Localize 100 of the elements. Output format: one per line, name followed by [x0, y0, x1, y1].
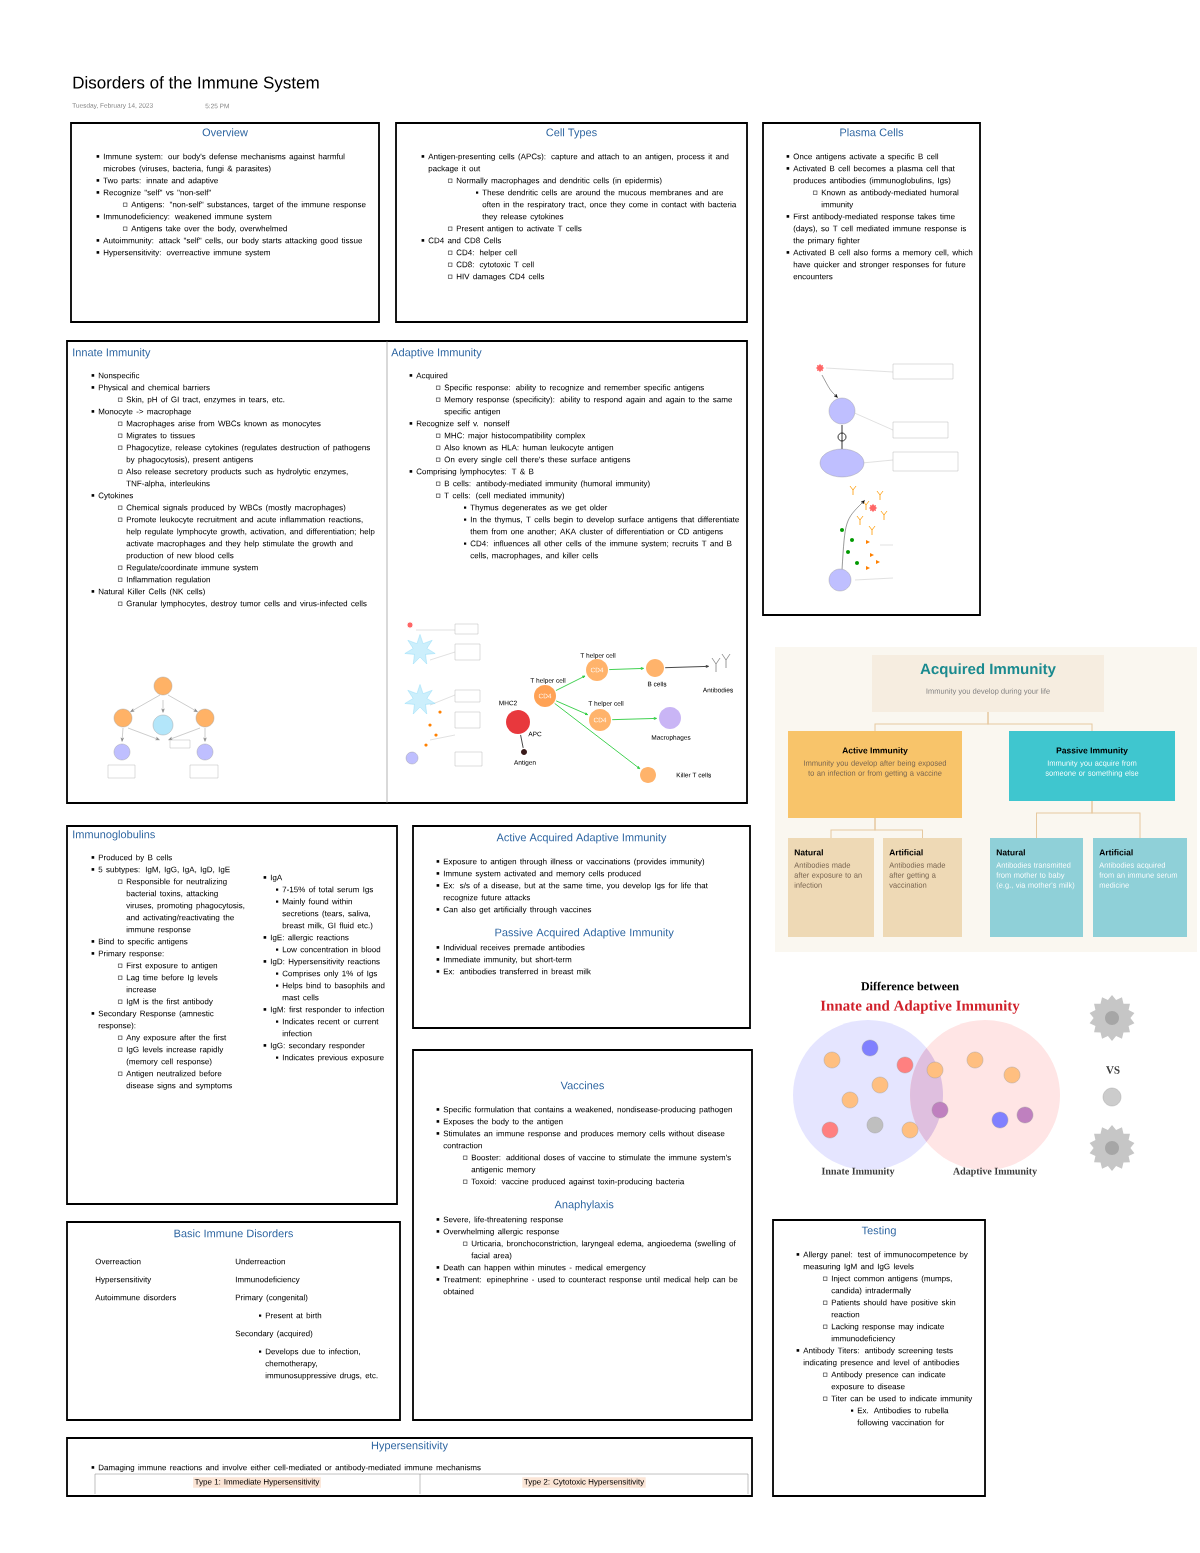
bullet-item: IgD: Hypersensitivity reactions	[263, 958, 380, 966]
section-heading: Passive Acquired Adaptive Immunity	[495, 928, 674, 939]
bullet-item: IgA	[263, 874, 283, 882]
bullet-item: Ex: antibodies transferred in breast milk	[436, 968, 591, 975]
bullet-item: Antigen-presenting cells (APCs): capture and attach to an antigen, process it and package it out	[421, 153, 729, 173]
bullet-item: Produced by B cells	[91, 854, 172, 862]
bullet-item: Responsible for neutralizing bacterial toxins, attacking viruses, promoting phagocytosis, and activating/reactivating the immune response	[117, 878, 245, 934]
section-heading: Adaptive Immunity	[391, 348, 482, 359]
bullet-item: Low concentration in blood	[276, 946, 381, 953]
bullet-item: Lacking response may indicate immunodeficiency	[822, 1323, 944, 1343]
bullet-item: Present at birth	[259, 1312, 322, 1319]
page-title: Disorders of the Immune System	[73, 76, 319, 92]
bullet-item: Once antigens activate a specific B cell	[786, 153, 939, 161]
table-header-cell: Type 2: Cytotoxic Hypersensitivity	[522, 1477, 646, 1488]
panel-frame	[66, 340, 748, 804]
image-caption: Adaptive Immunity	[953, 1167, 1037, 1177]
section-heading: Plasma Cells	[840, 128, 904, 137]
section-box	[412, 1049, 753, 1421]
arrow	[664, 665, 710, 669]
bullet-item: Activated B cell becomes a plasma cell that produces antibodies (immunoglobulins, Igs)	[786, 165, 955, 185]
connector-line	[1091, 800, 1141, 839]
bullet-item: Secondary Response (amnestic response):	[91, 1010, 214, 1030]
item-text: Underreaction	[235, 1258, 285, 1265]
bullet-item: Overwhelming allergic response	[436, 1228, 559, 1236]
bullet-item: Exposes the body to the antigen	[436, 1118, 563, 1126]
bullet-item: CD4 and CD8 Cells	[421, 237, 502, 244]
bullet-item: HIV damages CD4 cells	[447, 273, 545, 281]
connector-line	[987, 711, 1093, 732]
section-heading: Overview	[202, 128, 248, 137]
bullet-item: Recognize "self" vs "non-self"	[96, 189, 211, 197]
bullet-item: Activated B cell also forms a memory cell, which have quicker and stronger responses for future encounters	[786, 249, 973, 280]
bullet-item: B cells: antibody-mediated immunity (humoral immunity)	[435, 480, 650, 488]
bullet-item: Antibody presence can indicate exposure to disease	[822, 1371, 946, 1391]
bullet-item: Cytokines	[91, 492, 134, 500]
bullet-item: Autoimmunity: attack "self" cells, our body starts attacking good tissue	[96, 237, 363, 245]
bullet-item: 5 subtypes: IgM, IgG, IgA, IgD, IgE	[91, 866, 230, 874]
bullet-item: T cells: (cell mediated immunity)	[435, 492, 565, 500]
bullet-item: Damaging immune reactions and involve either cell-mediated or antibody-mediated immune mechanisms	[91, 1464, 481, 1472]
bullet-item: Immune system: our body's defense mechanisms against harmful microbes (viruses, bacteria, fungi & parasites)	[96, 153, 345, 173]
bullet-item: IgG levels increase rapidly (memory cell response)	[117, 1046, 224, 1066]
bullet-item: CD4: helper cell	[447, 249, 517, 257]
bullet-item: Specific response: ability to recognize and remember specific antigens	[435, 384, 704, 392]
arrow	[611, 717, 658, 721]
bullet-item: Stimulates an immune response and produces memory cells without disease contraction	[436, 1130, 725, 1149]
bullet-item: Hypersensitivity: overreactive immune system	[96, 249, 270, 257]
bullet-item: Indicates previous exposure	[276, 1054, 384, 1062]
image-caption: Innate Immunity	[821, 1167, 895, 1177]
section-box	[762, 122, 981, 616]
bullet-item: Acquired	[409, 372, 448, 380]
bullet-item: Inflammation regulation	[117, 576, 210, 584]
bullet-item: Recognize self v. nonself	[409, 420, 510, 428]
bullet-item: Promote leukocyte recruitment and acute inflammation reactions, help regulate lymphocyte growth, activation, and differentiation; help activate macrophages and they help stimulate the growth and production of new blood cells	[117, 516, 375, 560]
section-box	[66, 1437, 753, 1497]
bullet-item: Macrophages arise from WBCs known as monocytes	[117, 420, 321, 428]
bullet-item: Monocyte -> macrophage	[91, 408, 191, 416]
bullet-item: Patients should have positive skin reaction	[822, 1299, 956, 1318]
bullet-item: Antibody Titers: antibody screening tests indicating presence and level of antibodies	[796, 1347, 960, 1367]
item-text: Hypersensitivity	[95, 1276, 152, 1284]
bullet-item: Any exposure after the first	[117, 1034, 227, 1042]
section-box	[66, 825, 398, 1205]
bullet-item: Natural Killer Cells (NK cells)	[91, 588, 205, 596]
section-box	[66, 1221, 401, 1421]
arrow	[554, 703, 641, 770]
bullet-item: IgM is the first antibody	[117, 998, 213, 1006]
item-text: Immunodeficiency	[235, 1276, 300, 1284]
section-heading: Innate Immunity	[73, 348, 151, 359]
section-heading: Basic Immune Disorders	[174, 1229, 293, 1238]
bullet-item: Mainly found within secretions (tears, saliva, breast milk, GI fluid etc.)	[276, 898, 373, 930]
bullet-item: Skin, pH of GI tract, enzymes in tears, etc.	[117, 396, 285, 404]
bullet-item: In the thymus, T cells begin to develop surface antigens that differentiate them from one another; AKA cluster of differentiation or CD antigens	[464, 516, 739, 536]
section-heading: Anaphylaxis	[554, 1200, 614, 1211]
bullet-item: Nonspecific	[91, 372, 140, 380]
bullet-item: Antigens take over the body, overwhelmed	[122, 225, 287, 233]
bullet-item: Chemical signals produced by WBCs (mostly macrophages)	[117, 504, 346, 512]
bullet-item: Also release secretory products such as hydrolytic enzymes, TNF-alpha, interleukins	[117, 468, 348, 488]
bullet-item: Comprises only 1% of Igs	[276, 970, 378, 978]
bullet-item: IgG: secondary responder	[263, 1042, 365, 1050]
bullet-item: Allergy panel: test of immunocompetence by measuring IgM and IgG levels	[796, 1251, 968, 1271]
bullet-item: First antibody-mediated response takes time (days), so T cell mediated immune response is the primary fighter	[786, 213, 967, 245]
bullet-item: Comprising lymphocytes: T & B	[409, 468, 534, 476]
bullet-item: Exposure to antigen through illness or vaccinations (provides immunity)	[436, 858, 705, 866]
bullet-item: Primary response:	[91, 950, 164, 958]
bullet-item: Phagocytize, release cytokines (regulates destruction of pathogens by phagocytosis), present antigens	[117, 444, 370, 464]
arrow	[608, 667, 645, 671]
bullet-item: Immunodeficiency: weakened immune system	[96, 213, 272, 221]
connector-line	[520, 734, 524, 749]
bullet-item: MHC: major histocompatibility complex	[435, 432, 586, 440]
bullet-item: Antigen neutralized before disease signs and symptoms	[117, 1070, 232, 1090]
section-heading: Vaccines	[560, 1081, 604, 1090]
bullet-item: 7-15% of total serum Igs	[276, 886, 374, 894]
section-heading: Cell Types	[546, 128, 597, 139]
bullet-item: Regulate/coordinate immune system	[117, 564, 258, 572]
bullet-item: Ex: s/s of a disease, but at the same time, you develop Igs for life that recognize future attacks	[436, 882, 708, 902]
bullet-item: First exposure to antigen	[117, 962, 218, 970]
bullet-item: IgE: allergic reactions	[263, 934, 349, 942]
bullet-item: Also known as HLA: human leukocyte antigen	[435, 444, 614, 452]
bullet-item: Booster: additional doses of vaccine to stimulate the immune system's antigenic memory	[462, 1154, 731, 1174]
bullet-item: IgM: first responder to infection	[263, 1006, 384, 1014]
bullet-item: Individual receives premade antibodies	[436, 944, 585, 952]
bullet-item: Known as antibody-mediated humoral immunity	[812, 189, 959, 209]
